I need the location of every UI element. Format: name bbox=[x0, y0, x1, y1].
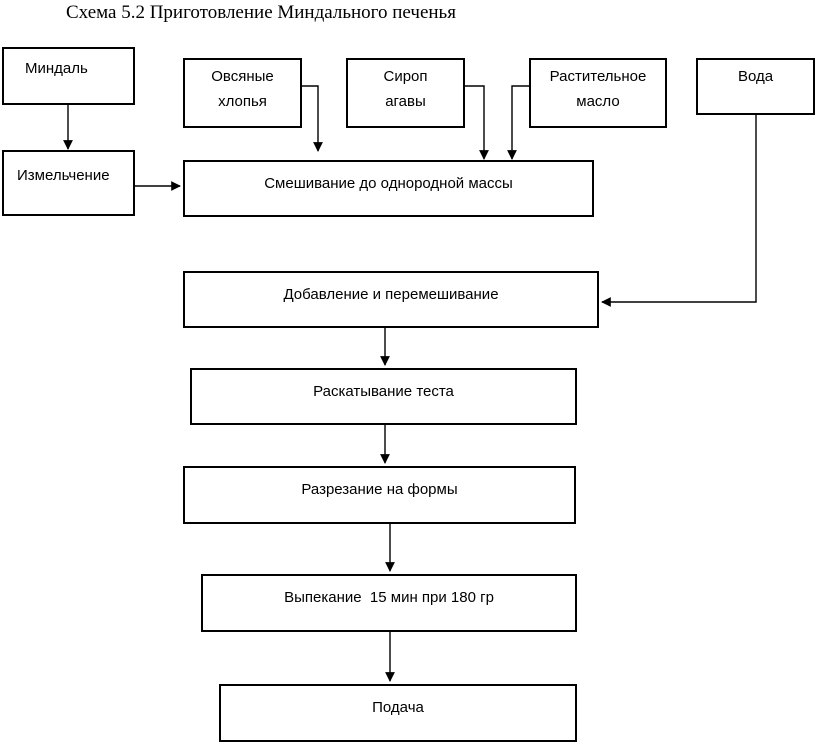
node-water: Вода bbox=[696, 58, 815, 115]
arrow-oat-to-mixing bbox=[302, 85, 323, 152]
node-vegetable-oil-label: Растительное масло bbox=[549, 68, 647, 110]
node-agave-syrup: Сироп агавы bbox=[346, 58, 465, 128]
node-rolling-label: Раскатывание теста bbox=[313, 383, 454, 400]
node-mixing: Смешивание до однородной массы bbox=[183, 160, 594, 217]
arrow-water-to-adding bbox=[601, 115, 757, 307]
node-adding-label: Добавление и перемешивание bbox=[283, 286, 499, 303]
node-vegetable-oil: Растительное масло bbox=[529, 58, 667, 128]
node-agave-syrup-label: Сироп агавы bbox=[383, 68, 428, 110]
node-almond: Миндаль bbox=[2, 47, 135, 105]
node-baking: Выпекание 15 мин при 180 гр bbox=[201, 574, 577, 632]
node-serving: Подача bbox=[219, 684, 577, 742]
node-grinding-label: Измельчение bbox=[17, 167, 110, 184]
node-grinding: Измельчение bbox=[2, 150, 135, 216]
diagram-title: Схема 5.2 Приготовление Миндального пече… bbox=[66, 2, 456, 23]
arrow-oil-to-mixing bbox=[507, 85, 529, 160]
node-oat-flakes-label: Овсяные хлопья bbox=[211, 68, 274, 110]
node-water-label: Вода bbox=[737, 68, 774, 85]
node-almond-label: Миндаль bbox=[25, 60, 88, 77]
node-cutting: Разрезание на формы bbox=[183, 466, 576, 524]
node-oat-flakes: Овсяные хлопья bbox=[183, 58, 302, 128]
node-mixing-label: Смешивание до однородной массы bbox=[264, 175, 513, 192]
node-rolling: Раскатывание теста bbox=[190, 368, 577, 425]
node-adding: Добавление и перемешивание bbox=[183, 271, 599, 328]
node-serving-label: Подача bbox=[372, 699, 424, 716]
arrow-syrup-to-mixing bbox=[465, 85, 489, 160]
node-baking-label: Выпекание 15 мин при 180 гр bbox=[284, 589, 494, 606]
node-cutting-label: Разрезание на формы bbox=[301, 481, 458, 498]
